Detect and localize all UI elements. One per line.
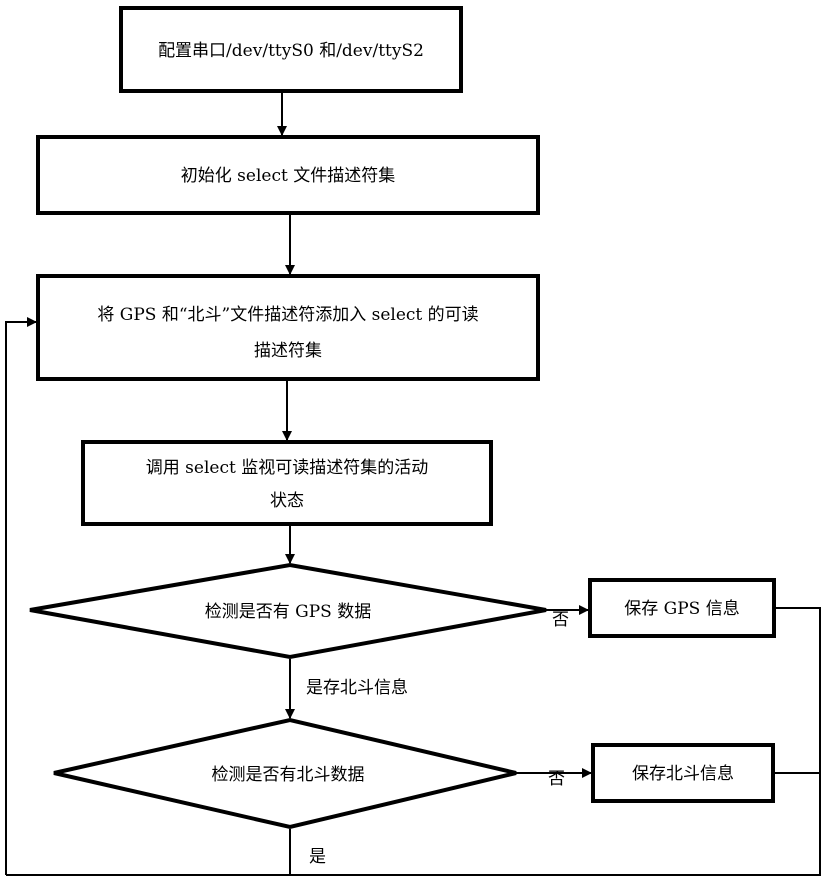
arrow-loop-back bbox=[5, 317, 37, 875]
box-init-select bbox=[36, 135, 540, 215]
box-init-select-label: 初始化 select 文件描述符集 bbox=[181, 166, 395, 186]
box-add-fds-line1: 将 GPS 和“北斗”文件描述符添加入 select 的可读 bbox=[97, 305, 478, 325]
label-gps-yes: 是存北斗信息 bbox=[306, 678, 408, 698]
label-beidou-no: 否 bbox=[548, 769, 565, 789]
box-save-gps bbox=[588, 578, 776, 638]
box-config-serial-label: 配置串口/dev/ttyS0 和/dev/ttyS2 bbox=[158, 41, 424, 61]
box-call-select-line2: 状态 bbox=[270, 491, 304, 511]
line-save-gps-return bbox=[6, 607, 821, 876]
box-call-select-line1: 调用 select 监视可读描述符集的活动 bbox=[146, 458, 428, 478]
box-save-beidou bbox=[591, 743, 775, 803]
box-call-select bbox=[81, 440, 493, 526]
label-beidou-yes: 是 bbox=[309, 847, 326, 867]
box-add-fds bbox=[36, 274, 540, 381]
box-save-beidou-label: 保存北斗信息 bbox=[632, 764, 734, 784]
box-add-fds-line2: 描述符集 bbox=[254, 341, 322, 361]
diamond-check-beidou-label: 检测是否有北斗数据 bbox=[212, 765, 365, 785]
box-save-gps-label: 保存 GPS 信息 bbox=[624, 599, 739, 619]
label-gps-no: 否 bbox=[552, 610, 569, 630]
diamond-check-gps-label: 检测是否有 GPS 数据 bbox=[205, 602, 371, 622]
box-config-serial bbox=[119, 6, 463, 93]
